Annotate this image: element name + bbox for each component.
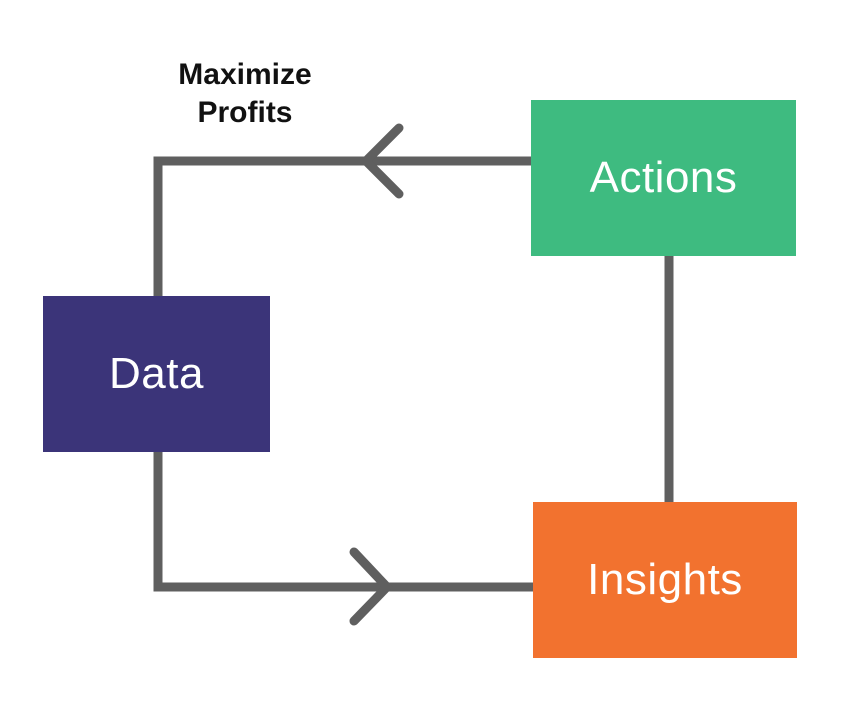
arrowhead-right: [349, 547, 394, 626]
actions-node-label: Actions: [589, 153, 738, 202]
connector-actions-to-data: [153, 156, 536, 301]
data-node-label: Data: [109, 349, 204, 398]
maximize-profits-label: Maximize Profits: [140, 56, 350, 132]
data-node: Data: [43, 296, 270, 452]
caption-line-1: Maximize: [178, 58, 312, 91]
caption-line-2: Profits: [197, 96, 293, 129]
actions-node: Actions: [531, 100, 796, 256]
insights-node: Insights: [533, 502, 797, 658]
connector-data-to-insights: [153, 447, 538, 592]
insights-node-label: Insights: [587, 555, 743, 604]
arrowhead-left: [359, 123, 404, 199]
